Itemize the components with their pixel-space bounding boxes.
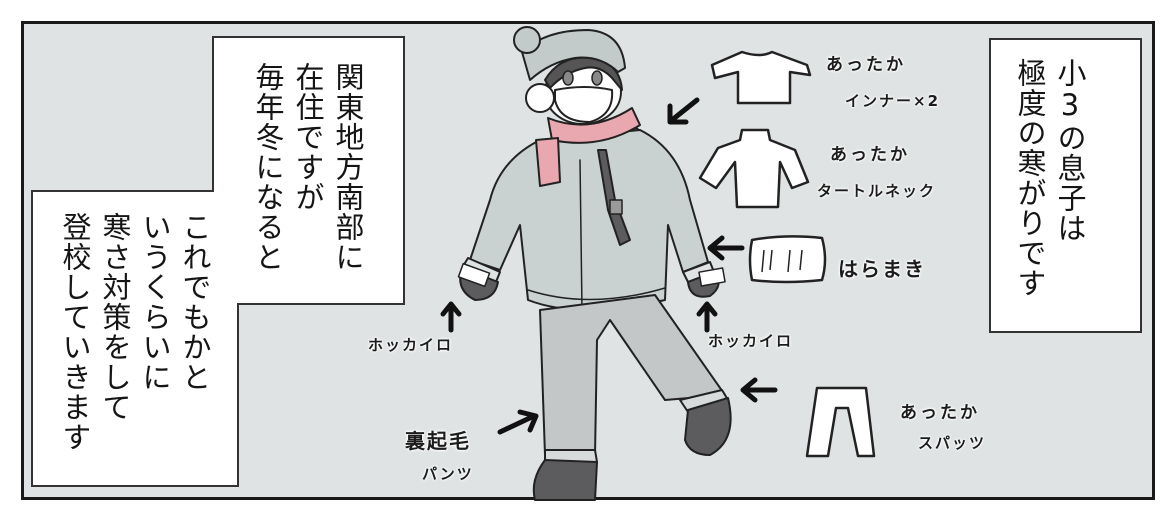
caption-right-line-2: 極度の寒がりです bbox=[1013, 58, 1047, 298]
label-turtleneck-line-1: あったか bbox=[830, 145, 910, 165]
caption-middle-line-1: 関東地方南部に bbox=[331, 62, 365, 272]
caption-left-line-3: 寒さ対策をして bbox=[98, 212, 132, 422]
arrow-to-chest-icon bbox=[667, 97, 700, 125]
arrow-to-belly-icon bbox=[707, 235, 745, 261]
arrows bbox=[440, 97, 778, 435]
caption-left: これでもかと いうくらいに 寒さ対策をして 登校していきます bbox=[55, 212, 215, 482]
turtleneck-icon bbox=[698, 128, 810, 209]
caption-box-right bbox=[989, 38, 1142, 333]
caption-right: 小3の息子は 極度の寒がりです bbox=[1010, 58, 1090, 328]
spats-icon bbox=[805, 386, 876, 458]
arrow-to-left-hand-icon bbox=[440, 301, 462, 333]
label-spats-line-1: あったか bbox=[900, 403, 980, 423]
inner-shirt-icon bbox=[710, 50, 812, 105]
caption-left-line-1: これでもかと bbox=[178, 212, 212, 392]
label-spats-line-2: スパッツ bbox=[918, 434, 987, 452]
caption-left-line-2: いうくらいに bbox=[138, 212, 172, 392]
boy-figure bbox=[457, 26, 732, 501]
caption-right-line-1: 小3の息子は bbox=[1053, 58, 1087, 243]
caption-middle: 関東地方南部に 在住ですが 毎年冬になると bbox=[248, 62, 368, 302]
label-inner-line-1: あったか bbox=[826, 55, 906, 75]
arrow-to-legs-icon bbox=[740, 377, 778, 403]
arrow-to-right-hand-icon bbox=[696, 301, 718, 333]
label-uraki-pants-line-2: パンツ bbox=[422, 465, 474, 483]
label-hokkairo-right: ホッカイロ bbox=[708, 332, 794, 350]
label-uraki-pants-line-1: 裏起毛 bbox=[405, 429, 471, 453]
caption-box-left-group bbox=[31, 36, 405, 487]
arrow-to-pants-icon bbox=[497, 409, 539, 435]
caption-middle-line-3: 毎年冬になると bbox=[251, 62, 285, 272]
label-inner-line-2: インナー×2 bbox=[845, 92, 941, 110]
caption-middle-line-2: 在住ですが bbox=[291, 62, 325, 212]
label-turtleneck-line-2: タートルネック bbox=[817, 182, 937, 200]
label-haramaki: はらまき bbox=[838, 257, 926, 281]
caption-left-line-4: 登校していきます bbox=[58, 212, 92, 452]
haramaki-icon bbox=[748, 235, 827, 284]
label-hokkairo-left: ホッカイロ bbox=[368, 336, 454, 354]
